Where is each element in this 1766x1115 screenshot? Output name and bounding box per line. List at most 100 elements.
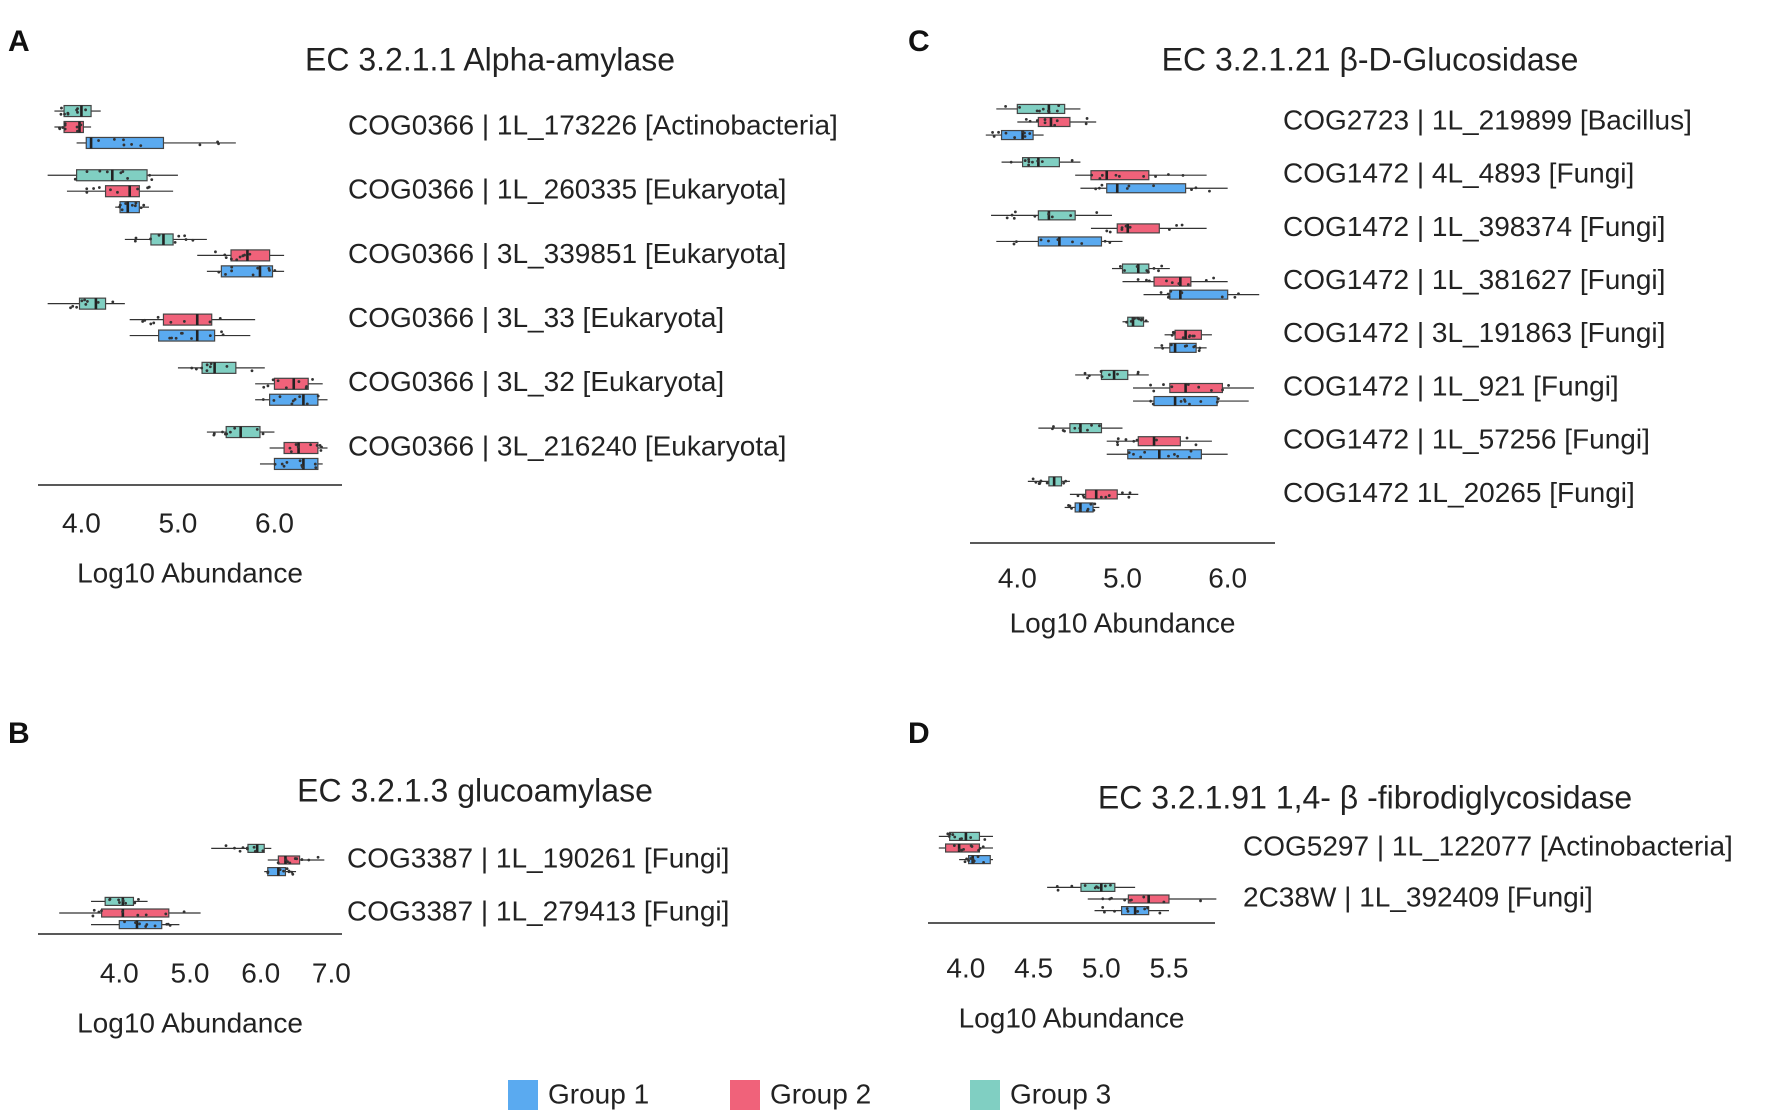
data-point xyxy=(952,844,956,848)
data-point xyxy=(73,177,77,181)
data-point xyxy=(285,461,289,464)
box-g1 xyxy=(129,329,251,342)
panel-d: DEC 3.2.1.91 1,4- β -fibrodiglycosidaseC… xyxy=(908,717,1733,1034)
data-point xyxy=(1190,188,1193,191)
data-point xyxy=(1139,455,1143,459)
data-point xyxy=(1237,292,1240,296)
data-point xyxy=(1167,295,1171,299)
data-point xyxy=(1194,443,1198,447)
data-point xyxy=(1146,906,1149,910)
data-point xyxy=(1090,423,1093,427)
data-point xyxy=(208,320,212,324)
data-point xyxy=(1023,159,1027,162)
data-point xyxy=(1067,504,1070,507)
data-point xyxy=(248,252,252,256)
data-point xyxy=(1136,910,1140,913)
data-point xyxy=(149,237,152,241)
data-point xyxy=(1095,211,1099,214)
data-point xyxy=(1015,240,1018,244)
row: COG1472 | 4L_4893 [Fungi] xyxy=(1001,157,1634,194)
data-point xyxy=(316,855,320,859)
data-point xyxy=(1128,491,1132,495)
data-point xyxy=(157,233,161,237)
box-g1 xyxy=(1080,183,1228,194)
x-tick-label: 4.0 xyxy=(62,507,101,538)
data-point xyxy=(169,320,173,324)
box-g3 xyxy=(211,843,272,854)
data-point xyxy=(153,924,157,928)
data-point xyxy=(76,110,79,114)
data-point xyxy=(1118,265,1122,268)
data-point xyxy=(1012,242,1016,246)
data-point xyxy=(1004,131,1008,135)
data-point xyxy=(75,305,79,309)
row-label: COG0366 | 1L_260335 [Eukaryota] xyxy=(348,174,786,205)
panel-title: EC 3.2.1.3 glucoamylase xyxy=(297,772,653,808)
data-point xyxy=(1120,491,1124,495)
iqr-box xyxy=(283,441,319,455)
x-tick-label: 6.0 xyxy=(255,507,294,538)
row-label: COG1472 | 1L_381627 [Fungi] xyxy=(1283,264,1665,295)
data-point xyxy=(1070,158,1074,162)
data-point xyxy=(194,367,198,371)
box-g2 xyxy=(269,441,328,455)
data-point xyxy=(1070,884,1074,888)
data-point xyxy=(1162,383,1165,386)
data-point xyxy=(1028,119,1032,123)
data-point xyxy=(1104,495,1108,499)
data-point xyxy=(208,334,212,338)
row: 2C38W | 1L_392409 [Fungi] xyxy=(1047,881,1593,916)
data-point xyxy=(1177,282,1181,285)
data-point xyxy=(198,143,202,147)
data-point xyxy=(109,188,112,192)
data-point xyxy=(1056,888,1060,892)
box-g2 xyxy=(1017,116,1097,128)
data-point xyxy=(1142,174,1145,178)
data-point xyxy=(1136,278,1140,281)
data-point xyxy=(947,834,951,838)
data-point xyxy=(1176,454,1180,458)
data-point xyxy=(130,143,133,146)
data-point xyxy=(1094,187,1098,191)
data-point xyxy=(1108,230,1112,234)
legend-label: Group 1 xyxy=(548,1078,649,1109)
data-point xyxy=(1080,242,1084,245)
data-point xyxy=(1175,223,1178,227)
box-g1 xyxy=(1133,395,1249,407)
data-point xyxy=(1158,911,1162,915)
box-g1 xyxy=(1094,905,1169,916)
data-point xyxy=(1085,117,1089,120)
panel-label: D xyxy=(908,717,930,750)
data-point xyxy=(1125,907,1129,911)
data-point xyxy=(1100,173,1104,177)
data-point xyxy=(1199,899,1202,903)
data-point xyxy=(285,867,289,871)
legend-label: Group 2 xyxy=(770,1078,871,1109)
data-point xyxy=(1180,291,1184,295)
iqr-box xyxy=(85,136,165,150)
data-point xyxy=(300,464,304,467)
data-point xyxy=(293,397,297,401)
data-point xyxy=(969,844,973,848)
iqr-box xyxy=(1037,236,1103,247)
data-point xyxy=(1099,370,1103,373)
data-point xyxy=(1107,373,1111,377)
box-g3 xyxy=(1027,476,1070,487)
box-g2 xyxy=(938,843,993,853)
data-point xyxy=(1062,481,1066,485)
data-point xyxy=(63,127,67,131)
box-g1 xyxy=(206,265,285,278)
legend-swatch xyxy=(508,1080,538,1110)
data-point xyxy=(146,186,150,190)
data-point xyxy=(137,897,140,901)
data-point xyxy=(1136,316,1140,320)
data-point xyxy=(1208,189,1211,193)
data-point xyxy=(315,443,319,447)
row-label: COG2723 | 1L_219899 [Bacillus] xyxy=(1283,104,1692,135)
data-point xyxy=(190,337,193,340)
row: COG1472 1L_20265 [Fungi] xyxy=(1027,476,1635,513)
data-point xyxy=(271,378,275,382)
data-point xyxy=(1215,400,1219,404)
data-point xyxy=(1069,214,1073,217)
row: COG3387 | 1L_190261 [Fungi] xyxy=(211,842,729,877)
